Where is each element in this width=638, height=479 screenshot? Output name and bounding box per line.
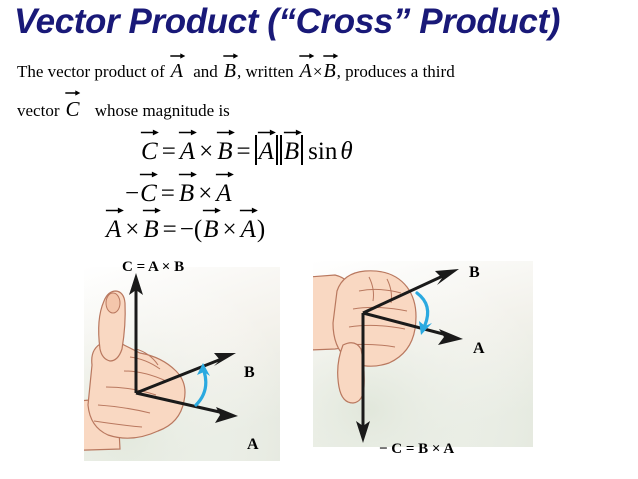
vector-symbol-a2: A	[299, 53, 315, 82]
vector-symbol-a: A	[179, 129, 198, 166]
vector-symbol-b: B	[142, 207, 161, 244]
vector-symbol-b: B	[178, 171, 197, 208]
vector-arrow-icon	[215, 169, 234, 178]
vector-arrow-icon	[322, 51, 338, 59]
figure-left-label-b: B	[244, 364, 255, 381]
vector-c-arrow-up	[129, 273, 143, 393]
theta-symbol: θ	[340, 138, 353, 165]
absolute-value-bar	[279, 135, 282, 165]
vector-arrow-icon	[298, 51, 315, 59]
absolute-value-bar	[301, 135, 304, 165]
vector-arrow-icon	[65, 88, 81, 96]
vector-arrow-icon	[140, 127, 160, 136]
vector-arrow-icon	[239, 205, 259, 214]
body-text-segment: , written	[236, 62, 294, 81]
figure-right-label-a: A	[473, 340, 485, 357]
cross-operator: ×	[198, 180, 213, 207]
vector-symbol-a: A	[105, 207, 124, 244]
equals-sign: =	[161, 138, 176, 165]
vector-arrow-icon	[216, 127, 235, 136]
cross-operator: ×	[125, 216, 140, 243]
figure-caption-left: C = A × B	[122, 259, 184, 275]
vector-arrow-icon	[178, 127, 198, 136]
equation-negative-c: −C=B×A	[125, 171, 234, 208]
vector-arrow-icon	[177, 169, 197, 178]
vector-arrow-icon	[105, 205, 124, 214]
body-text-segment: , produces a third	[336, 62, 455, 81]
vector-arrow-icon	[257, 127, 277, 136]
figure-left-svg: C = A × B	[84, 259, 280, 461]
figure-right-hand-rule-thumb-down: B A − C = B × A	[313, 261, 533, 473]
vector-arrow-icon	[222, 51, 239, 59]
equals-sign: =	[160, 180, 175, 207]
figure-right-label-b: B	[469, 264, 480, 281]
vector-symbol-b-magnitude: B	[283, 129, 302, 166]
vector-symbol-b2: B	[202, 207, 221, 244]
minus-sign: −	[125, 180, 140, 207]
figure-right-svg: B A − C = B × A	[313, 261, 533, 457]
vector-a-arrow	[362, 311, 463, 345]
vector-symbol-a: A	[215, 171, 234, 208]
vector-symbol-a: A	[170, 53, 186, 82]
vector-a-arrow	[135, 391, 238, 423]
hand-illustration-thumb-down	[313, 270, 417, 404]
absolute-value-bar	[254, 135, 257, 165]
equals-sign: =	[236, 138, 251, 165]
vector-symbol-c: C	[139, 171, 159, 208]
vector-b-arrow	[362, 269, 459, 315]
vector-arrow-icon	[139, 169, 159, 178]
figure-caption-right: − C = B × A	[379, 441, 454, 457]
page-title: Vector Product (“Cross” Product)	[14, 2, 560, 41]
cross-operator: ×	[222, 216, 237, 243]
vector-symbol-c: C	[140, 129, 160, 166]
body-text-segment: vector	[17, 101, 60, 120]
body-text-segment: The vector product of	[17, 62, 165, 81]
minus-paren-open: −(	[179, 216, 203, 243]
equation-anticommutative: A×B=−(B×A)	[105, 207, 266, 244]
rotation-curved-arrow	[194, 363, 210, 407]
vector-symbol-b: B	[223, 53, 239, 82]
body-text-segment: whose magnitude is	[94, 101, 230, 120]
sine-function: sin	[308, 138, 338, 165]
vector-symbol-c: C	[64, 90, 81, 120]
paren-close: )	[256, 216, 266, 243]
vector-arrow-icon	[282, 127, 302, 136]
vector-symbol-a2: A	[240, 207, 259, 244]
figure-right-hand-rule-thumb-up: C = A × B	[84, 253, 280, 461]
figure-left-label-a: A	[247, 436, 259, 453]
vector-negative-c-arrow-down	[356, 313, 370, 443]
cross-operator: ×	[199, 138, 214, 165]
vector-symbol-b: B	[216, 129, 235, 166]
body-text-segment: and	[193, 62, 218, 81]
rotation-curved-arrow	[415, 291, 432, 335]
vector-arrow-icon	[169, 51, 186, 59]
vector-symbol-b2: B	[322, 53, 338, 82]
equals-sign: =	[162, 216, 177, 243]
absolute-value-bar	[275, 135, 278, 165]
vector-symbol-a-magnitude: A	[258, 129, 277, 166]
cross-operator: ×	[312, 62, 323, 81]
vector-b-arrow	[135, 353, 236, 395]
